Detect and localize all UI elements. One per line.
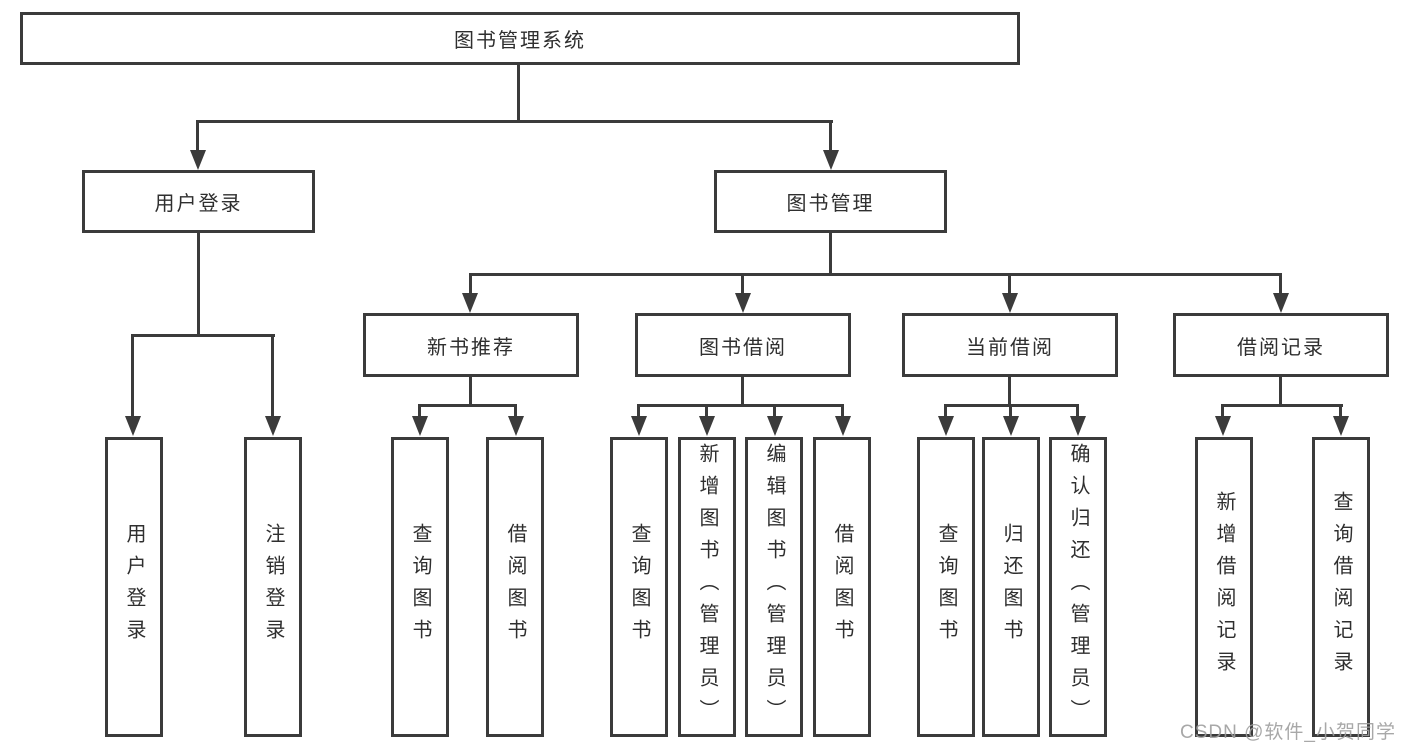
arrow-to-leaf-user-login (125, 416, 141, 436)
node-root: 图书管理系统 (20, 12, 1020, 65)
connector-root-bar (197, 120, 833, 123)
node-borrow-records: 借阅记录 (1173, 313, 1389, 377)
connector-drop-borrow-records (1279, 273, 1282, 296)
arrow-to-user-login (190, 150, 206, 170)
connector-user-login-drop-1 (131, 334, 134, 417)
connector-new-book-stem (469, 377, 472, 406)
node-root-label: 图书管理系统 (454, 30, 586, 52)
connector-drop-current-borrow (1008, 273, 1011, 296)
node-borrow-records-label: 借阅记录 (1237, 336, 1325, 359)
node-new-book-rec-label: 新书推荐 (427, 336, 515, 359)
connector-current-borrow-drop-1 (944, 404, 947, 418)
connector-borrow-records-drop-2 (1339, 404, 1342, 418)
node-current-borrow-label: 当前借阅 (966, 336, 1054, 359)
arrow-to-borrow-records (1273, 293, 1289, 313)
connector-new-book-drop-1 (418, 404, 421, 418)
leaf-current-query-label: 查询图书 (935, 523, 957, 651)
leaf-current-return-label: 归还图书 (1000, 523, 1022, 651)
arrow-current-borrow-leaf-3 (1070, 416, 1086, 436)
node-user-login-label: 用户登录 (154, 193, 243, 215)
connector-book-borrow-drop-4 (841, 404, 844, 418)
arrow-to-book-mgmt (823, 150, 839, 170)
leaf-borrow-edit-admin: 编辑图书（管理员） (745, 437, 803, 737)
connector-user-login-drop-2 (271, 334, 274, 417)
connector-borrow-records-stem (1279, 377, 1282, 406)
connector-drop-book-borrow (741, 273, 744, 296)
leaf-new-book-query-label: 查询图书 (409, 523, 431, 651)
connector-current-borrow-drop-2 (1009, 404, 1012, 418)
connector-root-drop-right (829, 120, 832, 153)
leaf-current-return: 归还图书 (982, 437, 1040, 737)
node-new-book-rec: 新书推荐 (363, 313, 579, 377)
node-book-borrow-label: 图书借阅 (699, 336, 787, 359)
leaf-records-add-label: 新增借阅记录 (1213, 491, 1235, 683)
arrow-current-borrow-leaf-2 (1003, 416, 1019, 436)
connector-book-borrow-stem (741, 377, 744, 406)
connector-book-borrow-drop-3 (773, 404, 776, 418)
leaf-borrow-query: 查询图书 (610, 437, 668, 737)
arrow-new-book-leaf-2 (508, 416, 524, 436)
connector-book-borrow-drop-2 (705, 404, 708, 418)
watermark: CSDN @软件_小贺同学 (1180, 722, 1396, 743)
connector-book-borrow-drop-1 (637, 404, 640, 418)
connector-borrow-records-bar (1222, 404, 1343, 407)
arrow-to-leaf-logout (265, 416, 281, 436)
arrow-new-book-leaf-1 (412, 416, 428, 436)
connector-book-mgmt-stem (829, 233, 832, 276)
node-current-borrow: 当前借阅 (902, 313, 1118, 377)
connector-new-book-bar (419, 404, 517, 407)
leaf-records-add: 新增借阅记录 (1195, 437, 1253, 737)
connector-new-book-drop-2 (514, 404, 517, 418)
leaf-current-confirm-admin-label: 确认归还（管理员） (1067, 443, 1089, 731)
connector-borrow-records-drop-1 (1221, 404, 1224, 418)
node-book-mgmt: 图书管理 (714, 170, 947, 233)
leaf-logout-label: 注销登录 (262, 523, 284, 651)
leaf-borrow-add-admin-label: 新增图书（管理员） (696, 443, 718, 731)
connector-root-drop-left (196, 120, 199, 153)
connector-drop-new-book (469, 273, 472, 296)
arrow-book-borrow-leaf-1 (631, 416, 647, 436)
leaf-new-book-borrow-label: 借阅图书 (504, 523, 526, 651)
arrow-borrow-records-leaf-2 (1333, 416, 1349, 436)
connector-current-borrow-drop-3 (1076, 404, 1079, 418)
arrow-to-new-book-rec (462, 293, 478, 313)
connector-user-login-bar (132, 334, 275, 337)
node-user-login: 用户登录 (82, 170, 315, 233)
leaf-records-query-label: 查询借阅记录 (1330, 491, 1352, 683)
leaf-current-confirm-admin: 确认归还（管理员） (1049, 437, 1107, 737)
leaf-current-query: 查询图书 (917, 437, 975, 737)
connector-book-borrow-bar (638, 404, 844, 407)
leaf-borrow-query-label: 查询图书 (628, 523, 650, 651)
node-book-mgmt-label: 图书管理 (786, 193, 875, 215)
node-book-borrow: 图书借阅 (635, 313, 851, 377)
connector-book-mgmt-bar (469, 273, 1282, 276)
arrow-book-borrow-leaf-2 (699, 416, 715, 436)
leaf-borrow-add-admin: 新增图书（管理员） (678, 437, 736, 737)
arrow-to-current-borrow (1002, 293, 1018, 313)
leaf-borrow-borrow-label: 借阅图书 (831, 523, 853, 651)
arrow-current-borrow-leaf-1 (938, 416, 954, 436)
connector-current-borrow-bar (945, 404, 1079, 407)
leaf-user-login: 用户登录 (105, 437, 163, 737)
leaf-new-book-borrow: 借阅图书 (486, 437, 544, 737)
leaf-records-query: 查询借阅记录 (1312, 437, 1370, 737)
connector-current-borrow-stem (1008, 377, 1011, 406)
leaf-borrow-borrow: 借阅图书 (813, 437, 871, 737)
leaf-logout: 注销登录 (244, 437, 302, 737)
arrow-book-borrow-leaf-4 (835, 416, 851, 436)
connector-user-login-stem (197, 233, 200, 337)
arrow-borrow-records-leaf-1 (1215, 416, 1231, 436)
leaf-borrow-edit-admin-label: 编辑图书（管理员） (763, 443, 785, 731)
arrow-book-borrow-leaf-3 (767, 416, 783, 436)
connector-root-stem (517, 65, 520, 122)
leaf-user-login-label: 用户登录 (123, 523, 145, 651)
leaf-new-book-query: 查询图书 (391, 437, 449, 737)
arrow-to-book-borrow (735, 293, 751, 313)
